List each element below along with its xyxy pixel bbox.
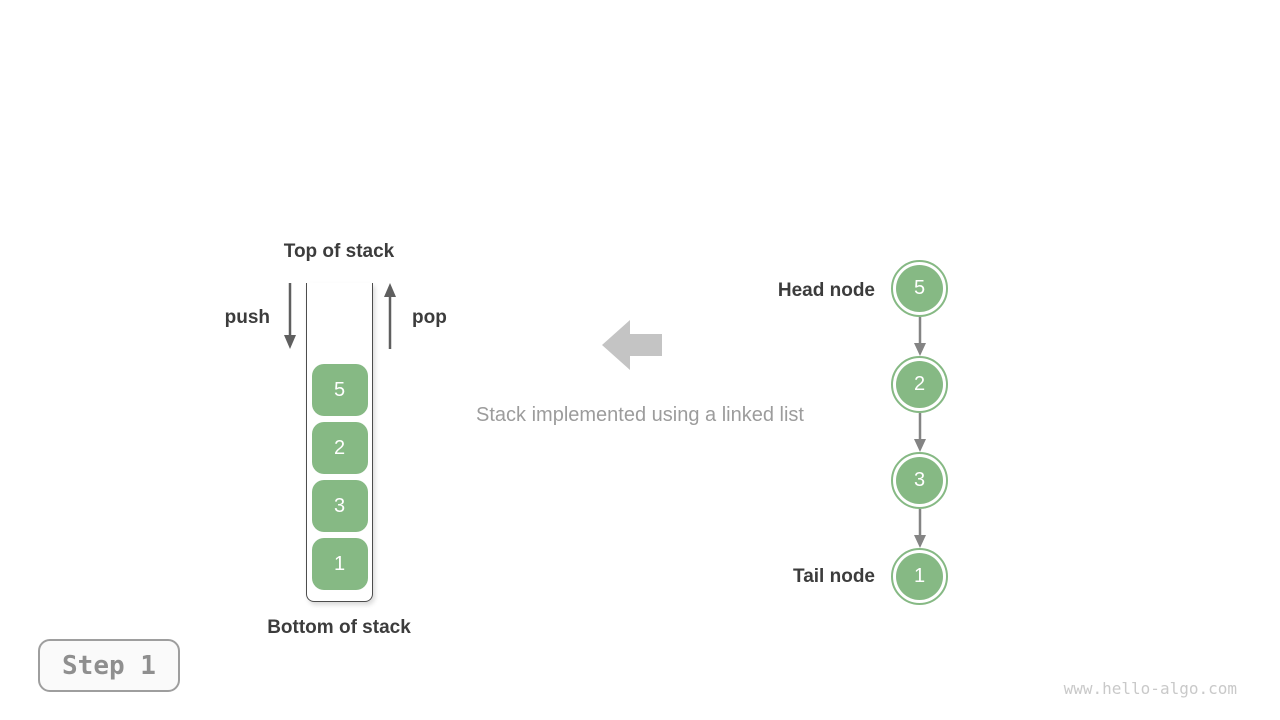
next-pointer-arrow-icon — [913, 509, 926, 548]
step-badge-label: Step 1 — [62, 650, 156, 681]
head-node-label: Head node — [777, 280, 875, 301]
linked-list-node: 2 — [891, 356, 948, 413]
pop-up-arrow-icon — [384, 283, 396, 349]
next-pointer-arrow-icon — [913, 413, 926, 452]
linked-list-item: 3 — [891, 452, 948, 548]
bottom-of-stack-label: Bottom of stack — [267, 617, 411, 638]
linked-list-item: 5 — [891, 260, 948, 356]
stack-element-value: 2 — [333, 436, 346, 459]
stack-element: 3 — [311, 480, 368, 532]
linked-list-node: 1 — [891, 548, 948, 605]
diagram-caption: Stack implemented using a linked list — [476, 404, 804, 426]
linked-list-node-value: 5 — [896, 265, 943, 312]
linked-list-item: 2 — [891, 356, 948, 452]
stack-element: 2 — [311, 422, 368, 474]
push-down-arrow-icon — [284, 283, 296, 349]
linked-list-node-value: 3 — [896, 457, 943, 504]
stack-element: 5 — [311, 364, 368, 416]
next-pointer-arrow-icon — [913, 317, 926, 356]
linked-list: 5 2 3 — [891, 260, 948, 605]
stack-element: 1 — [311, 538, 368, 590]
linked-list-node-value: 1 — [896, 553, 943, 600]
left-block-arrow-icon — [602, 320, 662, 370]
step-badge: Step 1 — [38, 639, 180, 692]
pop-label: pop — [412, 307, 447, 328]
linked-list-item: 1 — [891, 548, 948, 605]
push-label: push — [224, 307, 270, 328]
stack-element-value: 3 — [333, 494, 346, 517]
top-of-stack-label: Top of stack — [283, 241, 395, 262]
watermark: www.hello-algo.com — [1063, 679, 1237, 698]
stack-element-value: 1 — [333, 552, 346, 575]
tail-node-label: Tail node — [793, 566, 875, 587]
linked-list-node: 3 — [891, 452, 948, 509]
linked-list-node: 5 — [891, 260, 948, 317]
stack-element-value: 5 — [333, 378, 346, 401]
stack-container: 5 2 3 1 — [306, 283, 373, 602]
linked-list-node-value: 2 — [896, 361, 943, 408]
